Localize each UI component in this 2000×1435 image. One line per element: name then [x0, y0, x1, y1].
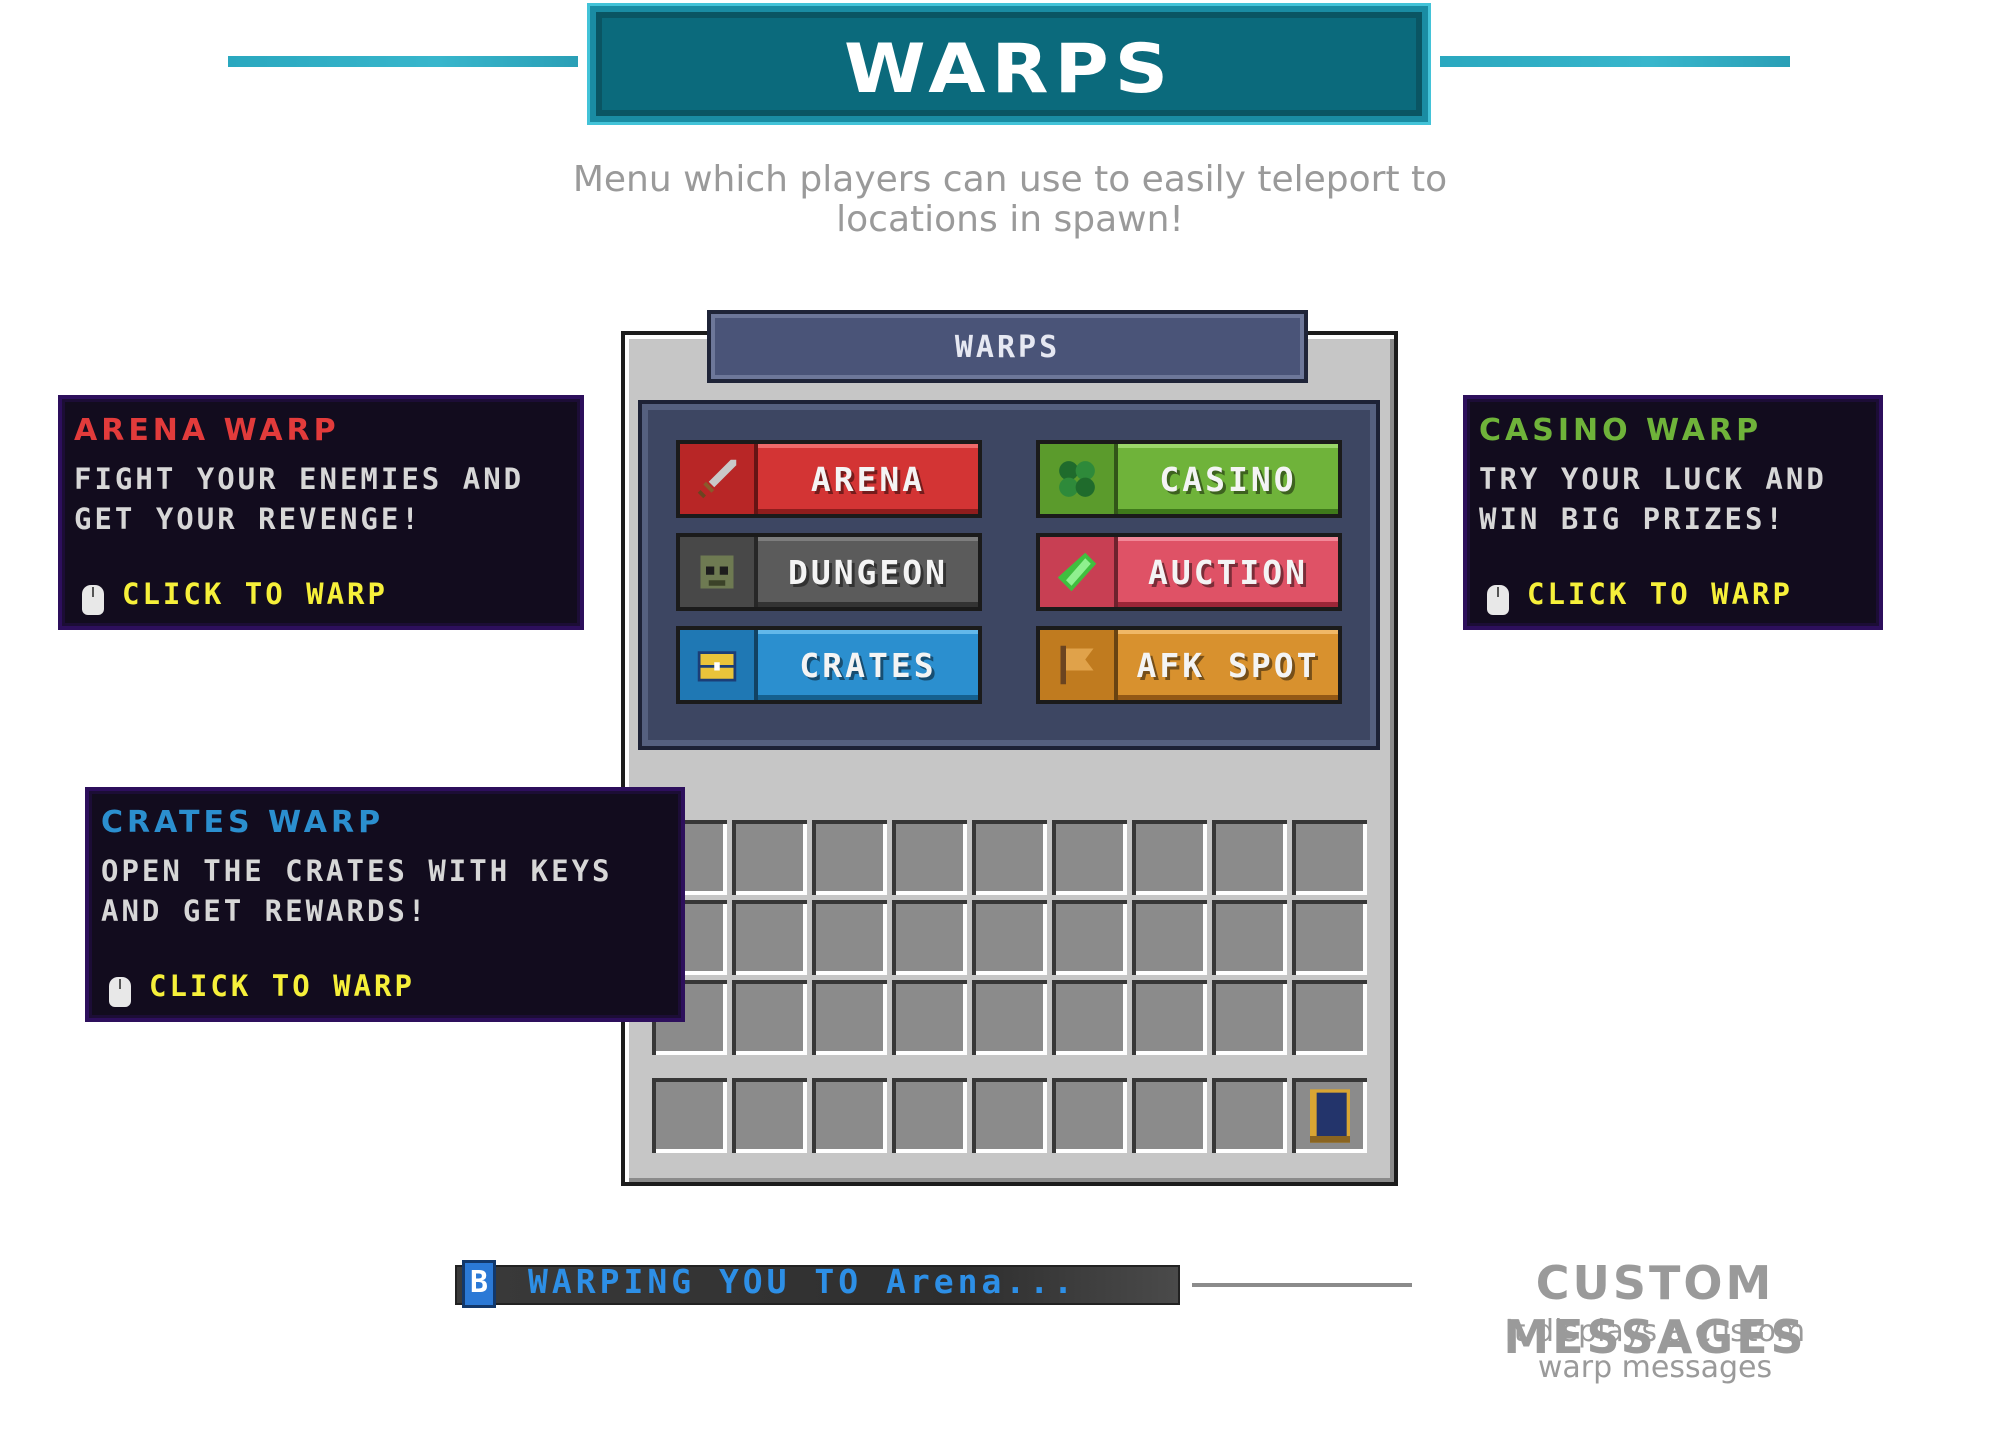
custom-messages-description: It displays a custom warp messages: [1430, 1314, 1880, 1386]
inventory-slot[interactable]: [1292, 900, 1367, 975]
page-title: WARPS: [843, 29, 1175, 109]
dungeon-warp-button[interactable]: DUNGEON: [676, 533, 982, 611]
tooltip-line-1: FIGHT YOUR ENEMIES AND: [74, 462, 525, 496]
crates-warp-button[interactable]: CRATES: [676, 626, 982, 704]
tooltip-cta-row: CLICK TO WARP: [109, 969, 415, 1007]
tooltip-title: CASINO WARP: [1479, 413, 1763, 448]
tooltip-cta-row: CLICK TO WARP: [82, 577, 388, 615]
click-to-warp-label: CLICK TO WARP: [122, 577, 388, 611]
inventory-slot[interactable]: [1052, 900, 1127, 975]
casino-warp-tooltip: CASINO WARP TRY YOUR LUCK AND WIN BIG PR…: [1463, 395, 1883, 630]
mouse-icon: [1487, 584, 1509, 615]
inventory-slot[interactable]: [1052, 820, 1127, 895]
inventory-slot[interactable]: [972, 820, 1047, 895]
inventory-slot[interactable]: [732, 820, 807, 895]
auction-button-label: AUCTION: [1147, 552, 1309, 592]
warping-message-text: WARPING YOU TO Arena...: [528, 1262, 1077, 1301]
inventory-slot[interactable]: [972, 900, 1047, 975]
flag-icon: [1040, 630, 1118, 700]
tooltip-line-1: TRY YOUR LUCK AND: [1479, 462, 1827, 496]
crates-button-label: CRATES: [799, 645, 937, 685]
afk-spot-button-label: AFK SPOT: [1136, 645, 1320, 685]
inventory-grid: [652, 820, 1372, 1060]
header-line-left: [228, 56, 578, 67]
hotbar-slot[interactable]: [892, 1078, 967, 1153]
inventory-slot[interactable]: [732, 980, 807, 1055]
hotbar-slot[interactable]: [972, 1078, 1047, 1153]
inventory-slot[interactable]: [892, 980, 967, 1055]
click-to-warp-label: CLICK TO WARP: [1527, 577, 1793, 611]
hotbar-slot[interactable]: [1052, 1078, 1127, 1153]
arena-warp-tooltip: ARENA WARP FIGHT YOUR ENEMIES AND GET YO…: [58, 395, 584, 630]
hotbar-slot[interactable]: [1132, 1078, 1207, 1153]
inventory-slot[interactable]: [1292, 980, 1367, 1055]
hotbar: [652, 1078, 1372, 1153]
hotbar-slot-book[interactable]: [1292, 1078, 1367, 1153]
click-to-warp-label: CLICK TO WARP: [149, 969, 415, 1003]
inventory-slot[interactable]: [812, 900, 887, 975]
hotbar-slot[interactable]: [732, 1078, 807, 1153]
inventory-slot[interactable]: [1212, 980, 1287, 1055]
zombie-head-icon: [680, 537, 758, 607]
inventory-slot[interactable]: [812, 980, 887, 1055]
inventory-slot[interactable]: [892, 900, 967, 975]
chest-icon: [680, 630, 758, 700]
book-icon: [1309, 1088, 1350, 1143]
sword-icon: [680, 444, 758, 514]
inventory-slot[interactable]: [892, 820, 967, 895]
custom-messages-title: CUSTOM MESSAGES: [1503, 1256, 1807, 1364]
mouse-icon: [82, 584, 104, 615]
afk-spot-warp-button[interactable]: AFK SPOT: [1036, 626, 1342, 704]
tooltip-line-1: OPEN THE CRATES WITH KEYS: [101, 854, 613, 888]
tooltip-title: ARENA WARP: [74, 413, 340, 448]
tooltip-cta-row: CLICK TO WARP: [1487, 577, 1793, 615]
crates-warp-tooltip: CRATES WARP OPEN THE CRATES WITH KEYS AN…: [85, 787, 685, 1022]
inventory-slot[interactable]: [732, 900, 807, 975]
dungeon-button-label: DUNGEON: [787, 552, 949, 592]
clover-icon: [1040, 444, 1118, 514]
emerald-icon: [1040, 537, 1118, 607]
arena-button-label: ARENA: [810, 459, 926, 499]
casino-warp-button[interactable]: CASINO: [1036, 440, 1342, 518]
header-banner: WARPS: [590, 6, 1428, 122]
action-bar-message: [455, 1265, 1180, 1305]
gui-title-tab: WARPS: [707, 310, 1308, 383]
mouse-icon: [109, 976, 131, 1007]
custom-messages-line-1: It displays a custom: [1504, 1314, 1806, 1349]
inventory-slot[interactable]: [1132, 820, 1207, 895]
hotbar-slot[interactable]: [652, 1078, 727, 1153]
tooltip-line-2: WIN BIG PRIZES!: [1479, 502, 1786, 536]
hotbar-slot[interactable]: [812, 1078, 887, 1153]
inventory-slot[interactable]: [1212, 820, 1287, 895]
page-subtitle: Menu which players can use to easily tel…: [572, 159, 1448, 240]
auction-warp-button[interactable]: AUCTION: [1036, 533, 1342, 611]
tooltip-line-2: GET YOUR REVENGE!: [74, 502, 422, 536]
header-line-right: [1440, 56, 1790, 67]
inventory-slot[interactable]: [1212, 900, 1287, 975]
gui-title: WARPS: [954, 330, 1061, 365]
inventory-slot[interactable]: [1292, 820, 1367, 895]
tooltip-title: CRATES WARP: [101, 805, 385, 840]
inventory-slot[interactable]: [1052, 980, 1127, 1055]
inventory-slot[interactable]: [1132, 900, 1207, 975]
inventory-slot[interactable]: [972, 980, 1047, 1055]
inventory-slot[interactable]: [1132, 980, 1207, 1055]
hotbar-slot[interactable]: [1212, 1078, 1287, 1153]
server-badge-icon: B: [462, 1260, 496, 1308]
connector-line: [1192, 1283, 1412, 1287]
tooltip-line-2: AND GET REWARDS!: [101, 894, 429, 928]
casino-button-label: CASINO: [1159, 459, 1297, 499]
custom-messages-line-2: warp messages: [1537, 1350, 1773, 1385]
arena-warp-button[interactable]: ARENA: [676, 440, 982, 518]
inventory-slot[interactable]: [812, 820, 887, 895]
